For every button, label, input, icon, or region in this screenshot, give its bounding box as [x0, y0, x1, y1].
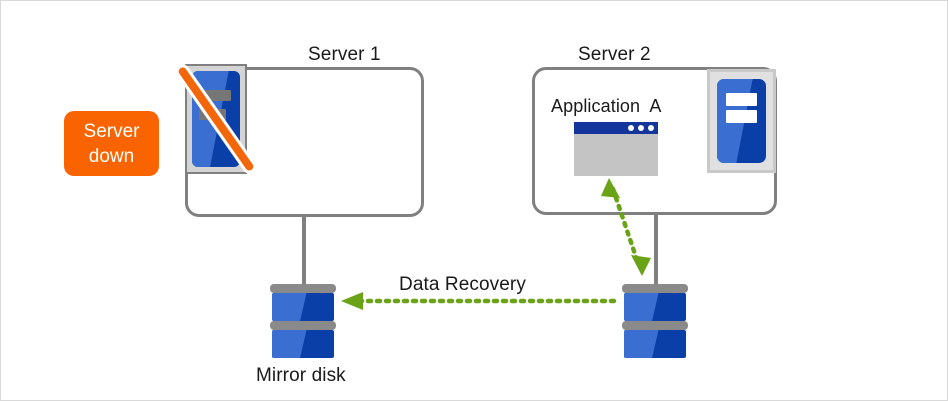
- disk-platter: [272, 330, 334, 358]
- server-led-bar: [725, 110, 758, 124]
- server-down-icon: [177, 64, 255, 174]
- server2-disk-connector: [654, 215, 658, 285]
- server-chassis: [717, 79, 766, 163]
- disk-platter: [272, 293, 334, 321]
- disk-platter: [624, 330, 686, 358]
- server-down-slash-icon: [177, 65, 255, 173]
- disk-cap: [270, 321, 336, 330]
- window-dot-icon: [648, 125, 654, 131]
- mirror-disk-left-icon: [270, 284, 336, 362]
- disk-platter: [624, 293, 686, 321]
- server-running-icon: [707, 69, 776, 173]
- server-led-bar: [725, 93, 758, 107]
- application-window-titlebar: [574, 122, 658, 134]
- application-window-icon: [574, 122, 658, 176]
- disk-cap: [622, 321, 688, 330]
- server-led-bar: [204, 90, 232, 102]
- data-recovery-label: Data Recovery: [399, 274, 526, 295]
- server1-title: Server 1: [308, 44, 381, 65]
- status-badge-line1: Server: [83, 120, 140, 142]
- application-a-label: Application A: [551, 96, 662, 116]
- window-dot-icon: [638, 125, 644, 131]
- status-badge-server-down: Server down: [64, 111, 159, 176]
- disk-cap: [622, 284, 688, 293]
- mirror-disk-right-icon: [622, 284, 688, 362]
- server1-disk-connector: [302, 217, 306, 285]
- status-badge-line2: down: [88, 145, 135, 167]
- window-dot-icon: [628, 125, 634, 131]
- disk-cap: [270, 284, 336, 293]
- server2-title: Server 2: [578, 44, 651, 65]
- mirror-disk-label: Mirror disk: [256, 365, 346, 386]
